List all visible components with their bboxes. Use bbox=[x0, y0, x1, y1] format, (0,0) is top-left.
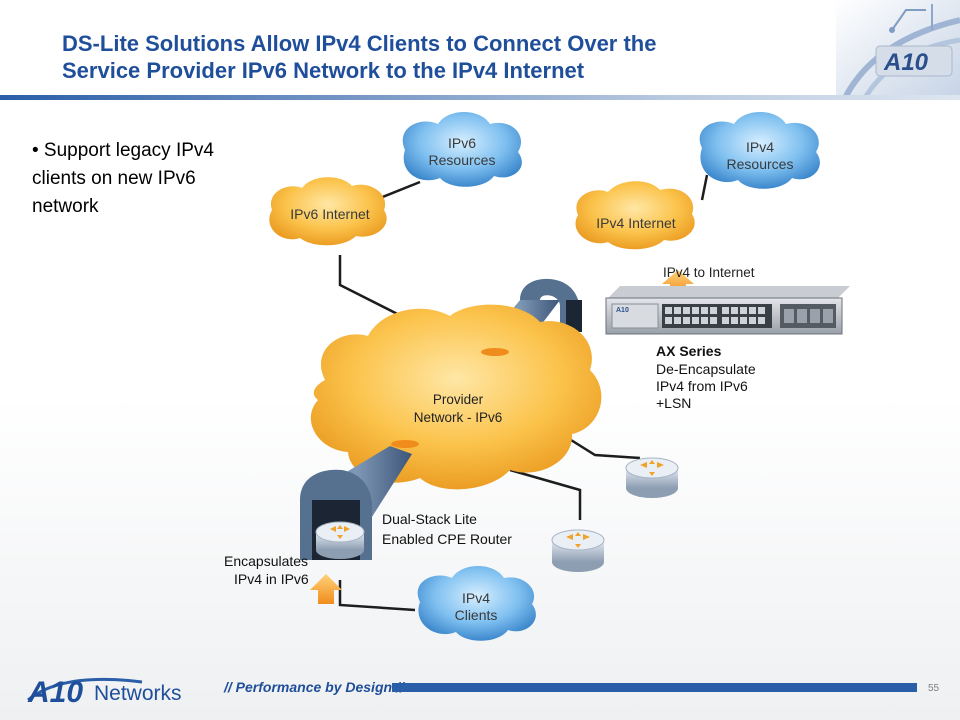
corner-logo-text: A10 bbox=[883, 49, 929, 76]
ax-series-title: AX Series bbox=[656, 343, 722, 359]
cpe-label-line: Dual-Stack Lite bbox=[382, 511, 477, 527]
page-number: 55 bbox=[928, 683, 940, 694]
title-line-2: Service Provider IPv6 Network to the IPv… bbox=[62, 58, 585, 83]
cloud-label: IPv4 Internet bbox=[596, 215, 675, 231]
cloud-label: Resources bbox=[727, 156, 794, 172]
cloud-label: IPv4 bbox=[462, 590, 490, 606]
encapsulates-label: Encapsulates IPv4 in IPv6 bbox=[224, 553, 309, 587]
cloud-ipv4-resources: IPv4 Resources bbox=[699, 112, 820, 189]
footer-tagline: // Performance by Design // bbox=[224, 679, 404, 695]
ax-series-description: AX Series De-Encapsulate IPv4 from IPv6 … bbox=[656, 343, 756, 411]
cpe-router-label: Dual-Stack Lite Enabled CPE Router bbox=[382, 511, 512, 547]
ax-series-line: IPv4 from IPv6 bbox=[656, 378, 748, 394]
ax-series-line: +LSN bbox=[656, 395, 691, 411]
encapsulates-line: IPv4 in IPv6 bbox=[234, 571, 309, 587]
cloud-label: Provider bbox=[433, 392, 484, 407]
ax-series-appliance: A10 bbox=[605, 286, 850, 335]
bullet-text: • Support legacy IPv4 clients on new IPv… bbox=[32, 140, 214, 217]
cloud-label: Clients bbox=[455, 607, 498, 623]
cloud-ipv4-internet: IPv4 Internet bbox=[575, 181, 695, 250]
cloud-label: Resources bbox=[429, 152, 496, 168]
ds-lite-diagram: IPv6 Resources IPv6 Internet IPv4 Resour… bbox=[224, 112, 850, 641]
cloud-ipv6-internet: IPv6 Internet bbox=[269, 177, 387, 246]
encapsulation-arrow bbox=[310, 574, 342, 604]
ax-series-line: De-Encapsulate bbox=[656, 361, 756, 377]
logo-mark: A10 bbox=[27, 676, 83, 709]
logo-word: Networks bbox=[94, 682, 182, 705]
cloud-label: Network - IPv6 bbox=[414, 410, 503, 425]
a10-networks-logo: A10 Networks bbox=[27, 676, 182, 709]
router-bottom bbox=[551, 529, 605, 572]
cloud-ipv4-clients: IPv4 Clients bbox=[417, 566, 536, 641]
footer-bar bbox=[392, 683, 917, 692]
cpe-router bbox=[315, 521, 365, 559]
a10-corner-logo: A10 bbox=[836, 0, 960, 96]
cloud-label: IPv6 bbox=[448, 135, 476, 151]
slide-title: DS-Lite Solutions Allow IPv4 Clients to … bbox=[62, 30, 822, 84]
appliance-badge: A10 bbox=[616, 307, 629, 314]
ipv4-to-internet-label: IPv4 to Internet bbox=[663, 265, 755, 280]
header-rule bbox=[0, 95, 960, 100]
cloud-label: IPv6 Internet bbox=[290, 206, 369, 222]
cloud-provider-network: Provider Network - IPv6 bbox=[310, 304, 602, 490]
encapsulates-line: Encapsulates bbox=[224, 553, 308, 569]
title-line-1: DS-Lite Solutions Allow IPv4 Clients to … bbox=[62, 31, 657, 56]
cpe-label-line: Enabled CPE Router bbox=[382, 531, 512, 547]
cloud-label: IPv4 bbox=[746, 139, 774, 155]
cloud-ipv6-resources: IPv6 Resources bbox=[402, 112, 522, 187]
router-right bbox=[625, 457, 679, 498]
